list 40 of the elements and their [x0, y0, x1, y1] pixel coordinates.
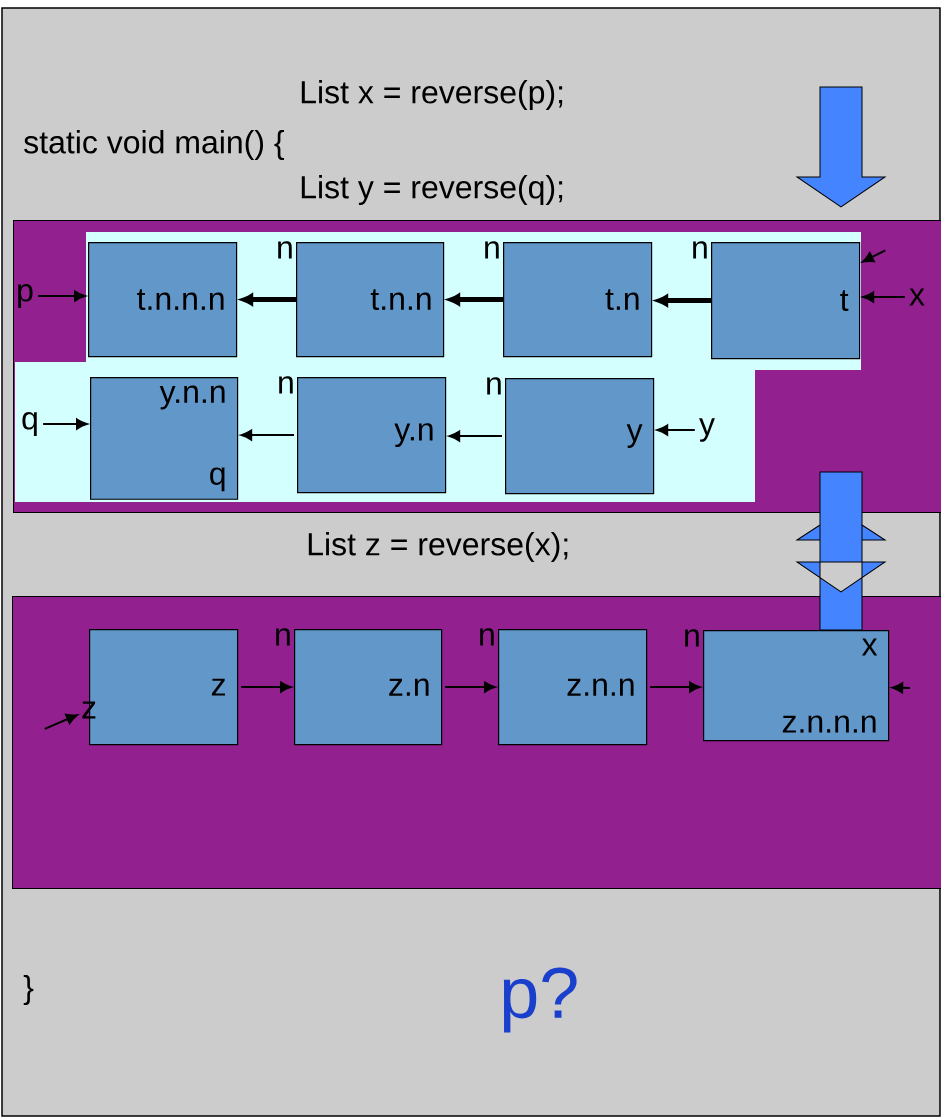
- list-node-box: y.n.n q: [90, 377, 239, 500]
- pointer-label: x: [909, 288, 925, 306]
- code-line: List z = reverse(x);: [308, 532, 568, 562]
- list-node-box: t.n.n: [296, 242, 445, 358]
- arrow: [891, 682, 911, 694]
- arrow: [656, 424, 696, 436]
- edge-label: n: [278, 241, 292, 259]
- list-node-box: y.n: [297, 377, 447, 494]
- list-node-box: t.n.n.n: [88, 242, 238, 358]
- code-line: List y = reverse(q);: [301, 175, 563, 205]
- edge-label: n: [693, 241, 707, 259]
- arrow: [444, 681, 496, 693]
- list-node-box: x z.n.n.n: [703, 630, 890, 742]
- list-node-box: y: [505, 378, 655, 495]
- edge-label: n: [480, 628, 494, 646]
- arrow: [43, 713, 78, 730]
- arrow: [649, 681, 701, 693]
- code-line: List x = reverse(p);: [301, 80, 563, 110]
- arrow: [37, 290, 86, 302]
- code-line: static void main() {: [24, 130, 284, 160]
- edge-label: n: [487, 377, 501, 395]
- edge-label: n: [685, 629, 699, 647]
- pointer-label: q: [22, 412, 37, 436]
- question-text: p?: [503, 967, 577, 1033]
- arrow: [42, 418, 88, 430]
- pointer-label: p: [18, 284, 33, 308]
- arrow: [240, 681, 292, 693]
- arrow: [448, 430, 503, 442]
- pointer-label: y: [699, 418, 715, 442]
- edge-label: n: [485, 241, 499, 259]
- arrow: [862, 249, 887, 263]
- list-node-box: t: [711, 242, 861, 360]
- arrow: [862, 291, 906, 303]
- edge-label: n: [276, 628, 290, 646]
- closing-brace: }: [23, 975, 34, 1005]
- arrow: [240, 429, 295, 441]
- list-node-box: t.n: [503, 242, 653, 358]
- edge-label: n: [279, 376, 293, 394]
- list-node-box: z.n: [294, 629, 443, 746]
- list-node-box: z.n.n: [498, 629, 648, 746]
